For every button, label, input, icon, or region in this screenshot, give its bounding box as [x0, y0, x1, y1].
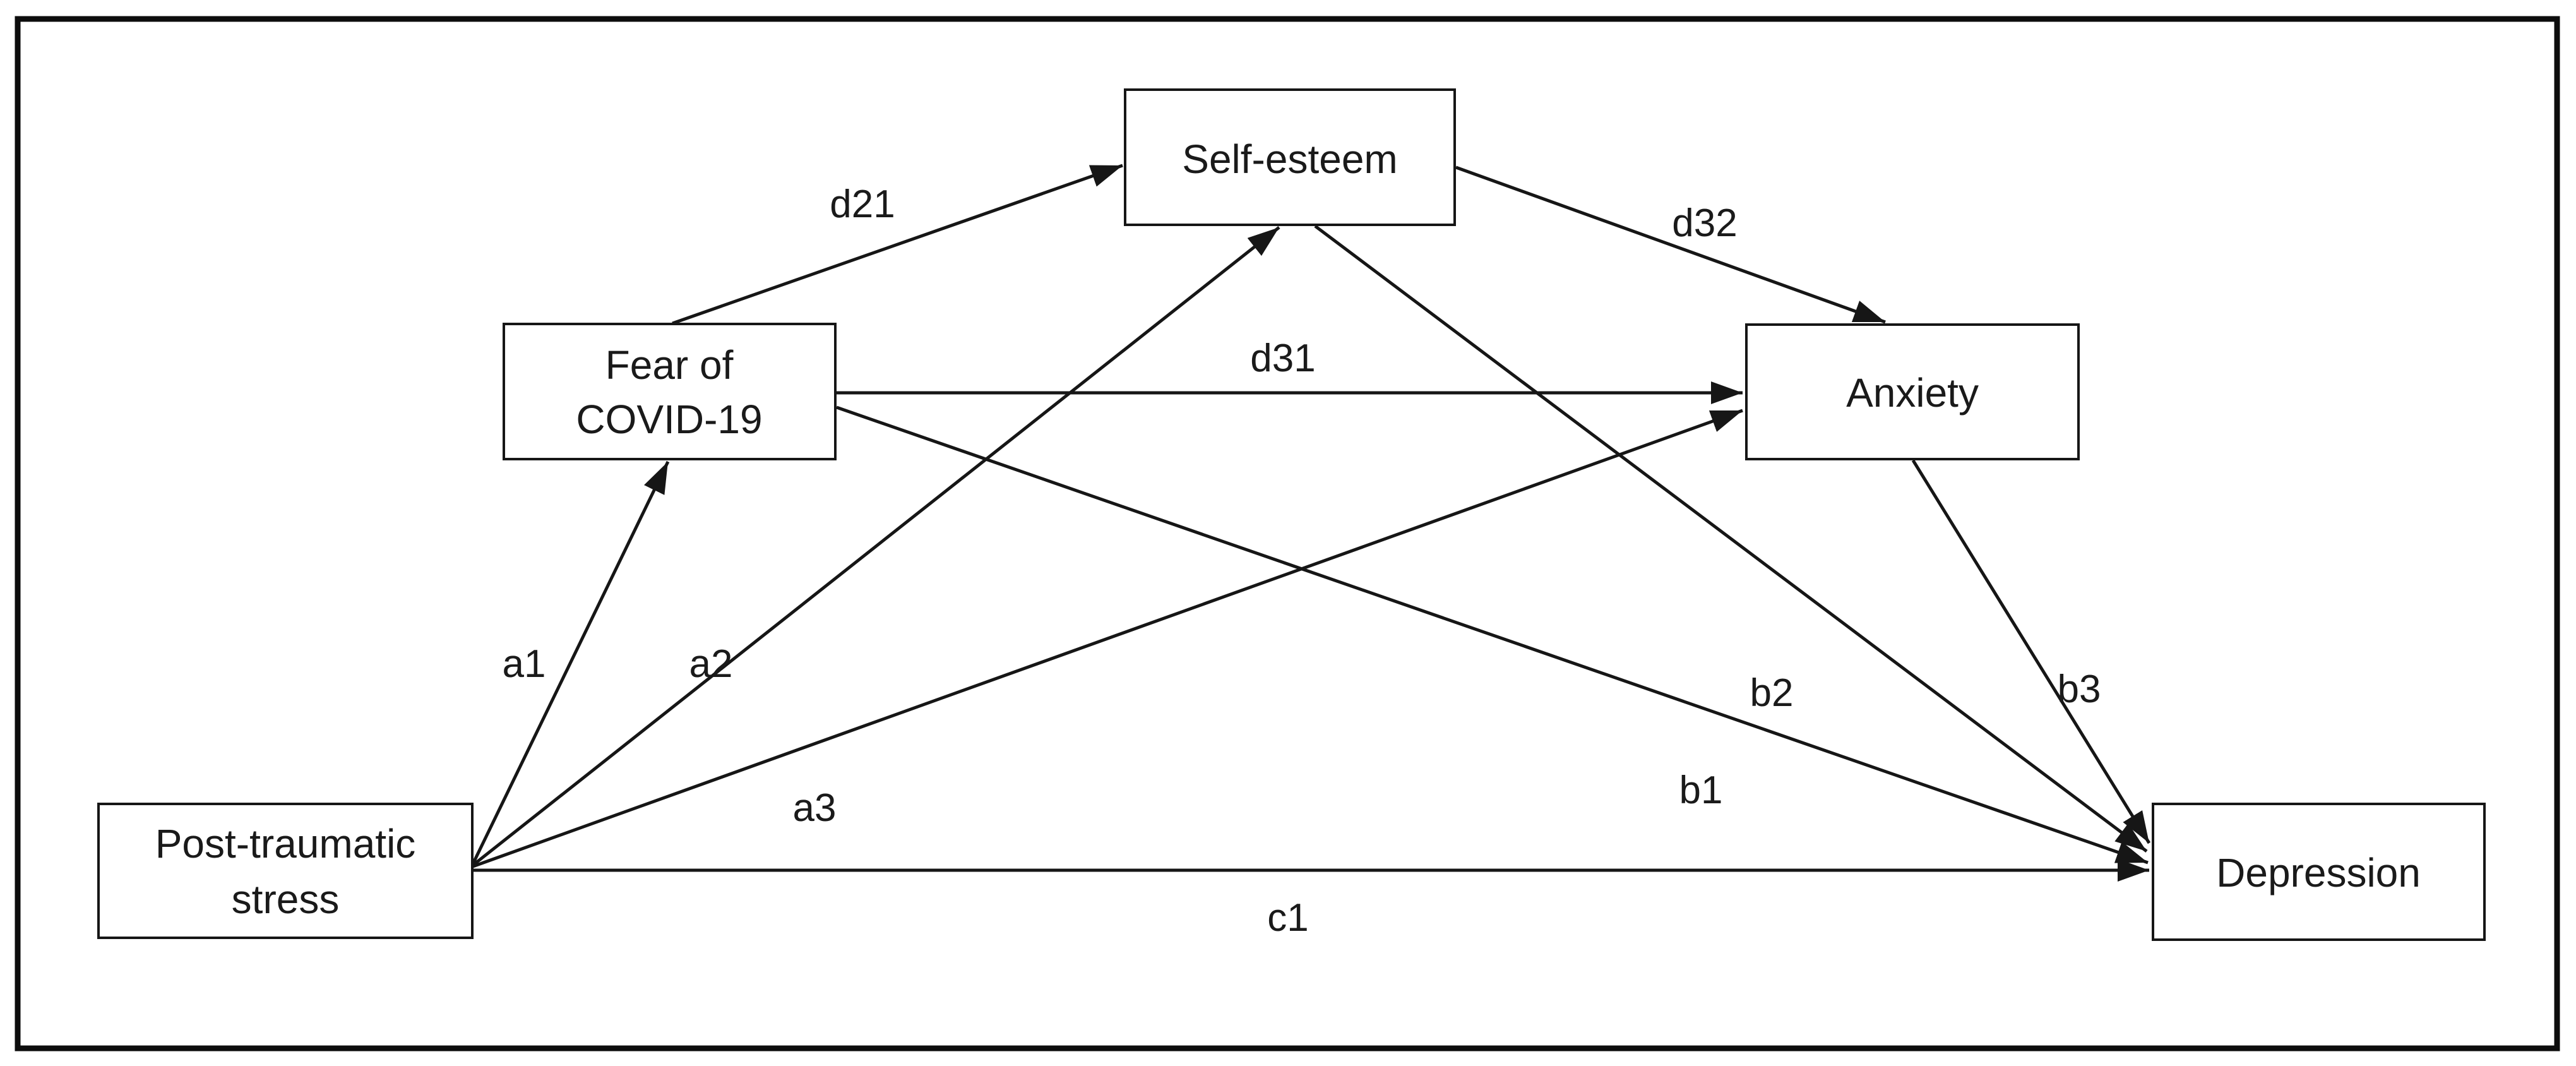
- edge-a2-arrow: [472, 226, 1280, 866]
- edge-d21-arrow: [672, 164, 1123, 325]
- node-self-esteem-box: [1124, 88, 1456, 226]
- edge-a1-arrow: [471, 460, 670, 865]
- node-depression-label: Depression: [2216, 850, 2421, 895]
- edge-d21-label: d21: [830, 183, 895, 226]
- node-anxiety-box: [1745, 323, 2080, 460]
- node-fear-of-covid-box: [503, 323, 837, 460]
- node-self-esteem-label: Self-esteem: [1182, 136, 1397, 182]
- edge-d32-label: d32: [1672, 201, 1737, 245]
- edge-a1-label: a1: [503, 642, 546, 686]
- node-post-traumatic-stress-label-line2: stress: [232, 877, 340, 922]
- edge-a3-arrow: [472, 409, 1743, 868]
- edge-d31-label: d31: [1250, 337, 1315, 380]
- figure-border: [15, 16, 2560, 1051]
- node-post-traumatic-stress-box: [97, 803, 474, 939]
- node-depression-box: [2152, 803, 2486, 941]
- edge-b2-label: b2: [1750, 671, 1794, 715]
- node-post-traumatic-stress-label-line1: Post-traumatic: [155, 821, 416, 866]
- edge-a3-label: a3: [793, 786, 837, 830]
- edge-b1-label: b1: [1679, 769, 1723, 812]
- node-fear-of-covid-label-line2: COVID-19: [576, 397, 762, 442]
- edge-c1-label: c1: [1267, 896, 1308, 940]
- edge-b3-arrow: [1911, 459, 2151, 844]
- edge-b2-arrow: [1314, 225, 2148, 853]
- edge-b3-label: b3: [2058, 668, 2101, 711]
- edge-b1-arrow: [836, 405, 2149, 865]
- edge-a2-label: a2: [689, 642, 733, 686]
- node-fear-of-covid-label-line1: Fear of: [605, 342, 734, 388]
- edge-d32-arrow: [1455, 165, 1886, 324]
- node-anxiety-label: Anxiety: [1846, 370, 1979, 416]
